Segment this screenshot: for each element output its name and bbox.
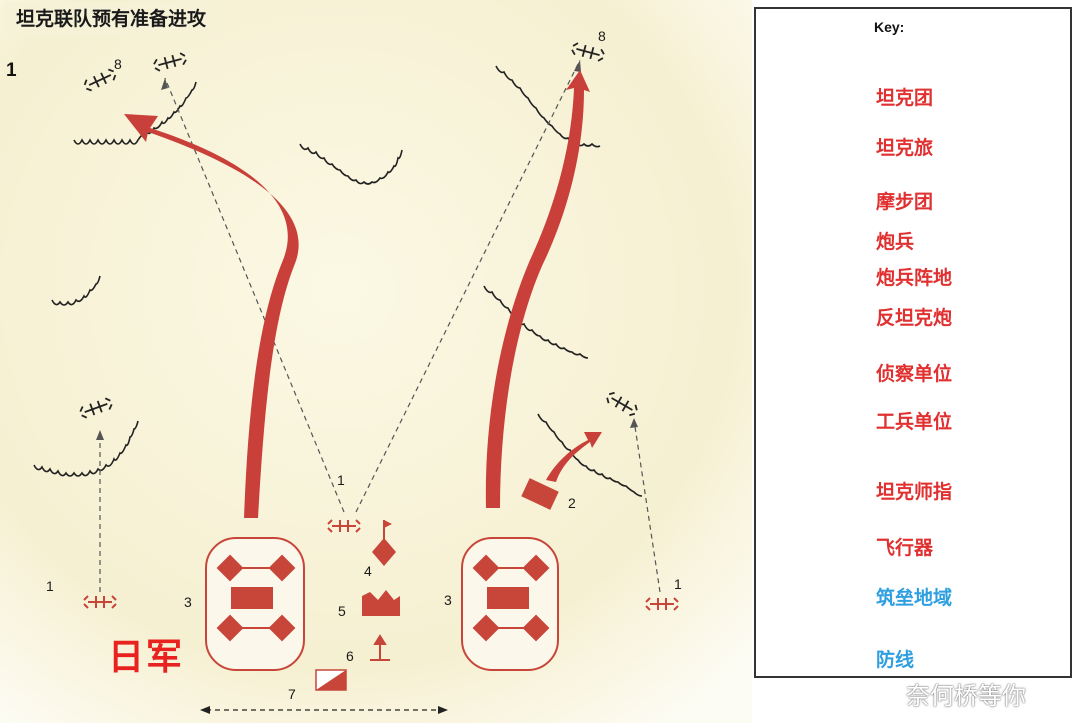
tank-brigade-right bbox=[461, 537, 559, 671]
legend-label-anti-tank-gun: 反坦克炮 bbox=[876, 307, 953, 329]
legend-box: Key: 坦克团 坦克旅 摩步团 炮兵 炮兵阵地 反坦克炮 侦察单位 工兵单位 … bbox=[754, 7, 1072, 678]
motorized-infantry-unit-2 bbox=[521, 478, 559, 510]
unit-number-5: 5 bbox=[338, 603, 346, 619]
artillery-position-icon bbox=[571, 42, 605, 62]
legend-title: Key: bbox=[874, 19, 905, 35]
anti-tank-gun-unit-6 bbox=[370, 634, 390, 661]
legend-label-motorized-infantry: 摩步团 bbox=[876, 191, 934, 213]
unit-number-1-right: 1 bbox=[674, 576, 682, 592]
legend-label-recon-unit: 侦察单位 bbox=[876, 363, 953, 385]
unit-number-4: 4 bbox=[364, 563, 372, 579]
unit-number-1-center: 1 bbox=[337, 472, 345, 488]
engineer-unit-5 bbox=[362, 590, 400, 616]
frontage-arrow bbox=[200, 706, 448, 714]
legend-label-aircraft: 飞行器 bbox=[876, 537, 934, 559]
tank-brigade-left bbox=[205, 537, 305, 671]
artillery-position-icon bbox=[79, 397, 113, 419]
defense-lines bbox=[33, 65, 643, 497]
legend-label-tank-division-command: 坦克师指 bbox=[876, 481, 953, 503]
unit-number-6: 6 bbox=[346, 648, 354, 664]
watermark: 奈何桥等你 bbox=[906, 682, 1026, 710]
fire-line-arrowheads bbox=[96, 60, 638, 440]
artillery-icon bbox=[327, 519, 361, 533]
artillery-position-icon bbox=[83, 68, 117, 92]
unit-number-7: 7 bbox=[288, 686, 296, 702]
artillery-fire-lines bbox=[99, 59, 661, 593]
defense-line bbox=[537, 413, 643, 497]
defense-line bbox=[299, 143, 403, 185]
legend-label-tank-regiment: 坦克团 bbox=[876, 87, 934, 109]
attack-arrow-right bbox=[485, 70, 590, 508]
legend-label-tank-brigade: 坦克旅 bbox=[876, 137, 934, 159]
attack-arrow-small bbox=[546, 432, 602, 482]
defense-line bbox=[483, 285, 589, 359]
legend-label-defense-line: 防线 bbox=[876, 649, 915, 671]
tank-division-command-unit-4 bbox=[372, 520, 396, 566]
legend-label-fortified-area: 筑垒地域 bbox=[876, 587, 953, 609]
panel-number: 1 bbox=[6, 60, 17, 81]
unit-number-8-left: 8 bbox=[114, 56, 122, 72]
legend-label-engineer-unit: 工兵单位 bbox=[876, 411, 953, 433]
attack-arrow-left bbox=[124, 114, 299, 518]
artillery-position-icon bbox=[606, 391, 638, 417]
defense-line bbox=[51, 275, 101, 306]
unit-number-8-right: 8 bbox=[598, 28, 606, 44]
unit-number-3-left: 3 bbox=[184, 594, 192, 610]
unit-number-2: 2 bbox=[568, 495, 576, 511]
recon-unit-7 bbox=[315, 669, 347, 691]
artillery-icon bbox=[83, 595, 117, 609]
unit-number-3-right: 3 bbox=[444, 592, 452, 608]
side-label-japanese-army: 日军 bbox=[108, 637, 185, 678]
artillery-position-icon bbox=[153, 52, 187, 72]
diagram-title: 坦克联队预有准备进攻 bbox=[4, 2, 215, 35]
artillery-icon bbox=[645, 597, 679, 611]
legend-label-artillery: 炮兵 bbox=[876, 231, 915, 253]
attack-arrows bbox=[124, 70, 602, 518]
unit-number-1-left: 1 bbox=[46, 578, 54, 594]
defense-line bbox=[495, 65, 601, 148]
defense-line bbox=[33, 420, 139, 477]
legend-label-artillery-position: 炮兵阵地 bbox=[876, 267, 953, 289]
